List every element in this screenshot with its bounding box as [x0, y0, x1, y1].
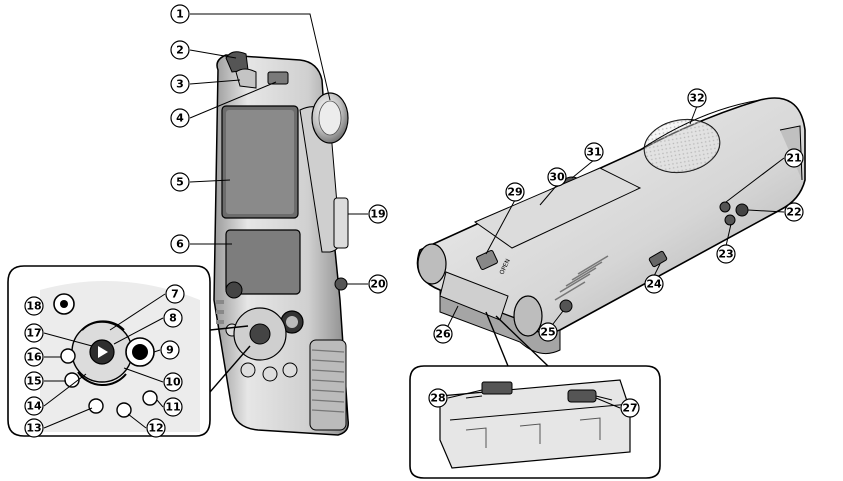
- callout-23-label: 23: [718, 248, 733, 261]
- back-mic-left: [417, 243, 447, 285]
- top-led-4: [267, 71, 289, 85]
- callout-20: 20: [368, 274, 388, 294]
- callout-7: 7: [165, 284, 185, 304]
- callout-1: 1: [170, 4, 190, 24]
- side-grip: [309, 339, 347, 431]
- callout-3: 3: [170, 74, 190, 94]
- top-mic-3: [235, 68, 257, 89]
- callout-12-label: 12: [148, 422, 163, 435]
- callout-30-label: 30: [549, 171, 565, 184]
- back-view: OPEN: [416, 97, 806, 355]
- mic-capsule-inner: [318, 100, 342, 136]
- bottom-jack: [559, 299, 573, 313]
- callout-25-label: 25: [540, 326, 555, 339]
- callout-18-label: 18: [26, 300, 41, 313]
- callout-6-label: 6: [176, 238, 184, 251]
- callout-17-label: 17: [26, 327, 41, 340]
- callout-30: 30: [547, 167, 567, 187]
- callout-17: 17: [24, 323, 44, 343]
- button-inset: [7, 265, 251, 437]
- callout-10: 10: [163, 372, 183, 392]
- callout-32-label: 32: [689, 92, 704, 105]
- leader-lines: [189, 13, 785, 409]
- callout-32: 32: [687, 88, 707, 108]
- callout-26: 26: [433, 324, 453, 344]
- callout-13: 13: [24, 418, 44, 438]
- callout-9: 9: [160, 340, 180, 360]
- speaker-grille: [643, 118, 721, 174]
- callout-21-label: 21: [786, 152, 801, 165]
- callout-1-label: 1: [176, 8, 184, 21]
- callout-4-label: 4: [176, 112, 184, 125]
- callout-2: 2: [170, 40, 190, 60]
- callout-21: 21: [784, 148, 804, 168]
- callout-11-label: 11: [165, 401, 180, 414]
- callout-16-label: 16: [26, 351, 42, 364]
- callout-16: 16: [24, 347, 44, 367]
- port-22: [735, 203, 749, 217]
- side-jack: [334, 277, 348, 291]
- front-view: [213, 51, 350, 436]
- callout-2-label: 2: [176, 44, 184, 57]
- callout-6: 6: [170, 234, 190, 254]
- callout-12: 12: [146, 418, 166, 438]
- callout-22: 22: [784, 202, 804, 222]
- callout-31: 31: [584, 142, 604, 162]
- callout-8-label: 8: [169, 312, 177, 325]
- back-mic-right: [513, 295, 543, 337]
- callout-28: 28: [428, 388, 448, 408]
- callout-3-label: 3: [176, 78, 184, 91]
- port-23: [724, 214, 736, 226]
- callout-13-label: 13: [26, 422, 41, 435]
- side-button: [648, 250, 668, 268]
- usb-port: [567, 389, 597, 403]
- card-slot: [481, 381, 513, 395]
- callout-26-label: 26: [435, 328, 451, 341]
- callout-29: 29: [505, 182, 525, 202]
- callout-20-label: 20: [370, 278, 386, 291]
- callout-4: 4: [170, 108, 190, 128]
- callout-18: 18: [24, 296, 44, 316]
- callout-10-label: 10: [165, 376, 181, 389]
- callout-25: 25: [538, 322, 558, 342]
- callout-7-label: 7: [171, 288, 179, 301]
- callout-9-label: 9: [166, 344, 174, 357]
- cover-switch: [476, 250, 498, 270]
- callout-22-label: 22: [786, 206, 801, 219]
- side-switch: [333, 197, 349, 249]
- callout-19: 19: [368, 204, 388, 224]
- callout-8: 8: [163, 308, 183, 328]
- callout-14: 14: [24, 396, 44, 416]
- callouts: 1 2 3 4 5 6 7 8 9 10 11 12 13 14 15 16 1…: [24, 4, 804, 438]
- callout-5-label: 5: [176, 176, 184, 189]
- callout-29-label: 29: [507, 186, 522, 199]
- callout-19-label: 19: [370, 208, 385, 221]
- callout-24: 24: [644, 274, 664, 294]
- callout-23: 23: [716, 244, 736, 264]
- callout-27-label: 27: [622, 402, 637, 415]
- callout-15: 15: [24, 371, 44, 391]
- slot-inset: [409, 311, 661, 479]
- callout-24-label: 24: [646, 278, 662, 291]
- callout-11: 11: [163, 397, 183, 417]
- callout-27: 27: [620, 398, 640, 418]
- sub-display: [225, 229, 301, 295]
- callout-31-label: 31: [586, 146, 601, 159]
- callout-15-label: 15: [26, 375, 41, 388]
- callout-14-label: 14: [26, 400, 42, 413]
- port-21: [719, 201, 731, 213]
- callout-5: 5: [170, 172, 190, 192]
- callout-28-label: 28: [430, 392, 445, 405]
